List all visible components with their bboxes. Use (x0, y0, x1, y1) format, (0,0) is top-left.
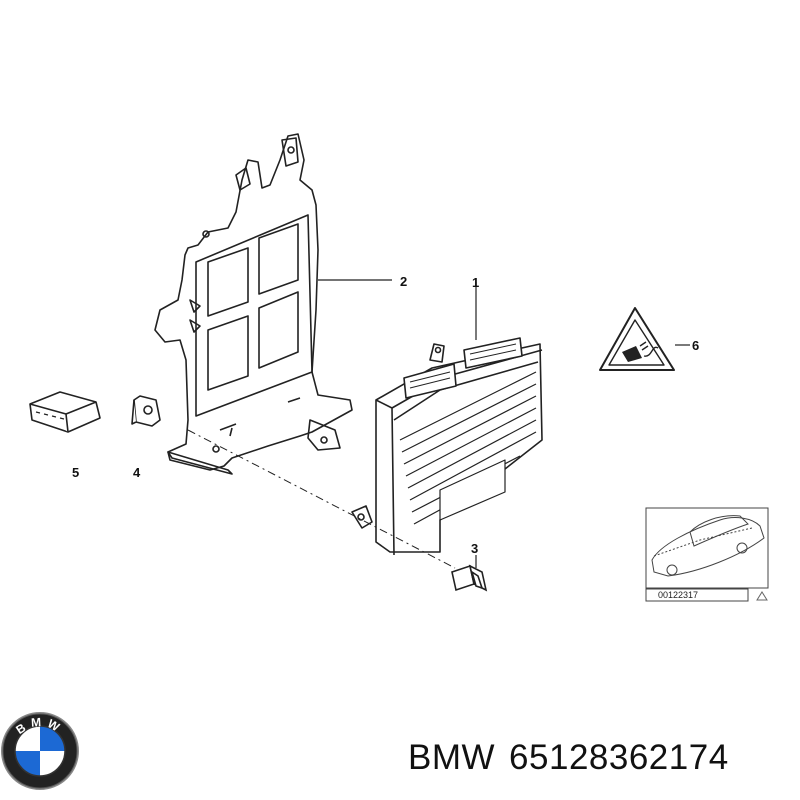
electrical-warning-triangle-icon (599, 307, 675, 371)
bolt (451, 564, 488, 592)
clip-nut (131, 395, 161, 427)
bmw-logo: BMW (1, 712, 79, 790)
car-silhouette-icon (651, 515, 765, 577)
callout-2: 2 (400, 274, 407, 289)
brand-name: BMW (408, 738, 496, 777)
callout-4: 4 (133, 465, 141, 480)
callout-6: 6 (692, 338, 699, 353)
vehicle-thumbnail: 00122317 (645, 507, 769, 602)
plug-connector (29, 391, 101, 433)
part-caption: BMW 65128362174 (408, 738, 743, 778)
part-number: 65128362174 (509, 738, 729, 777)
mounting-bracket (154, 133, 353, 475)
callout-3: 3 (471, 541, 478, 556)
thumbnail-ref-number: 00122317 (658, 590, 698, 600)
control-unit (351, 337, 543, 556)
callout-1: 1 (472, 275, 479, 290)
callout-5: 5 (72, 465, 79, 480)
small-triangle-icon (756, 591, 768, 601)
